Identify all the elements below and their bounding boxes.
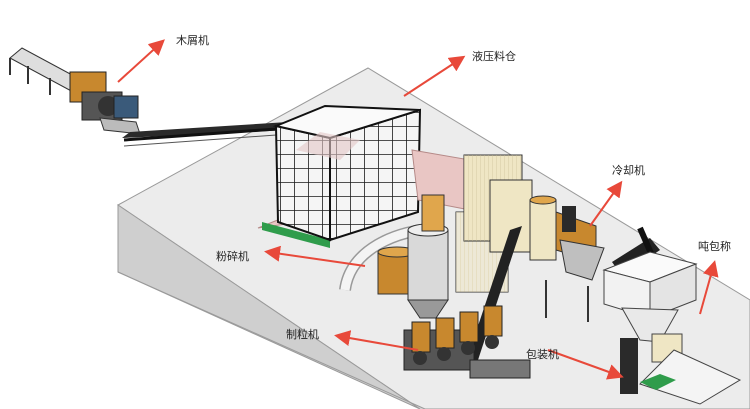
label-hydraulic-silo: 液压料仓 <box>472 50 516 63</box>
ton-bag-scale-machine <box>602 251 742 405</box>
crusher-machine <box>339 194 449 319</box>
cooler-machine <box>529 195 605 322</box>
belt-conveyor <box>122 122 291 147</box>
label-wood-chipper: 木屑机 <box>176 34 209 47</box>
label-ton-bag-scale: 吨包称 <box>698 240 731 253</box>
silo-floor-plate-front <box>262 222 330 248</box>
label-cooler: 冷却机 <box>612 164 645 177</box>
label-pellet-mill: 制粒机 <box>286 328 319 341</box>
label-crusher: 粉碎机 <box>216 250 249 263</box>
hydraulic-silo-frame <box>272 104 422 242</box>
wood-chipper-machine <box>9 47 141 135</box>
label-arrows <box>117 39 719 380</box>
label-packing-machine: 包装机 <box>526 348 559 361</box>
pellet-mill-row <box>403 305 531 379</box>
